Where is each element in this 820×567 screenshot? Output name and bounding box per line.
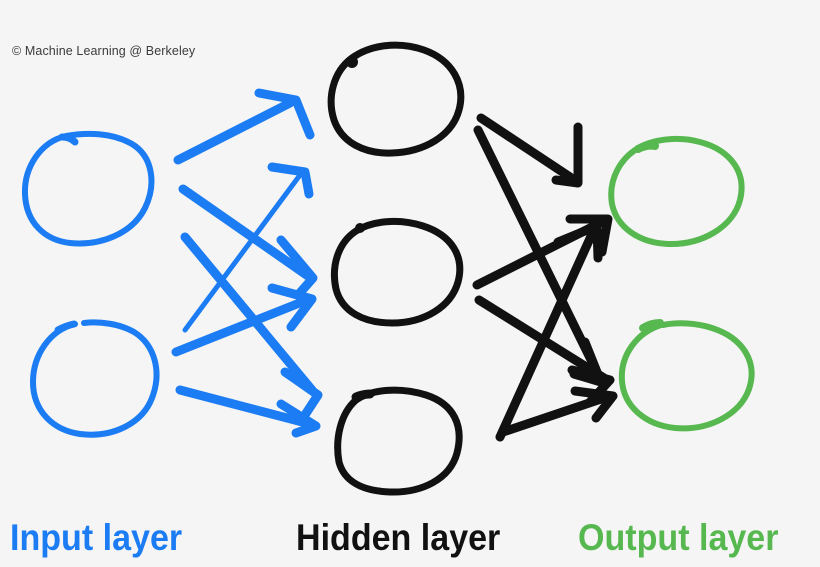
hidden-node-1	[327, 41, 465, 157]
hidden-node-3	[334, 386, 463, 496]
output-layer-nodes	[608, 135, 755, 432]
hidden-layer-nodes	[327, 41, 465, 496]
copyright-watermark: © Machine Learning @ Berkeley	[12, 44, 196, 58]
hidden-node-2	[330, 218, 464, 327]
connection-input1-hidden1	[173, 88, 315, 165]
connection-hidden3-output1	[495, 221, 603, 442]
connection-input1-hidden3	[180, 232, 323, 423]
output-node-2	[618, 319, 755, 432]
hidden-to-output-connections	[472, 113, 618, 442]
input-layer-nodes	[21, 130, 160, 438]
output-layer-label: Output layer	[578, 517, 779, 558]
connection-input1-hidden2	[178, 184, 318, 300]
input-node-2	[30, 319, 160, 438]
connection-input2-hidden1	[182, 162, 314, 333]
input-node-1	[21, 130, 155, 247]
connection-hidden1-output1	[476, 113, 583, 188]
input-layer-label: Input layer	[10, 517, 183, 558]
output-node-1	[608, 135, 745, 248]
input-to-hidden-connections	[171, 88, 323, 438]
connection-input2-hidden2	[171, 283, 317, 357]
connection-hidden3-output2	[498, 386, 618, 437]
connection-input2-hidden3	[175, 385, 321, 438]
hidden-layer-label: Hidden layer	[296, 517, 501, 558]
